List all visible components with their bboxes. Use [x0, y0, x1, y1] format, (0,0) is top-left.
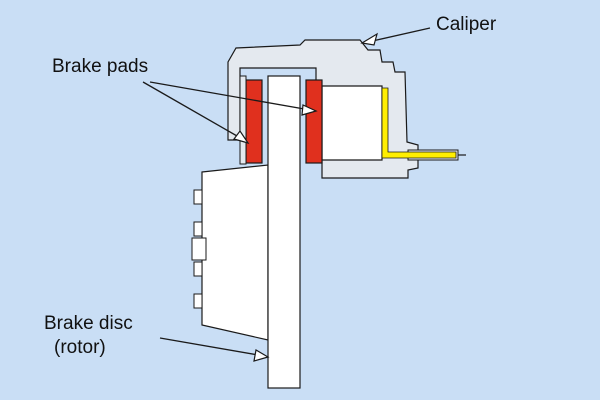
leader-arrows: [142, 27, 431, 357]
caliper-arrow-head: [360, 32, 378, 46]
wheel-hub: [201, 164, 269, 341]
pads-arrow-left-head: [232, 129, 250, 145]
brake-disc: [267, 75, 301, 389]
disc-arrow: [159, 337, 265, 357]
brake-pad-outer: [305, 79, 323, 164]
brake-disc-label: Brake disc: [44, 313, 133, 334]
fluid-channel: [381, 87, 457, 159]
hub-bolt: [193, 261, 203, 277]
brake-pad-inner: [245, 79, 263, 164]
brake-pads-label: Brake pads: [52, 56, 149, 77]
pads-arrow-right-head: [301, 104, 318, 116]
pads-arrow-right: [149, 81, 311, 111]
hub-bolt: [193, 189, 203, 205]
caliper-piston: [321, 85, 383, 161]
rotor-label: (rotor): [54, 337, 106, 358]
hub-bolt: [193, 293, 203, 309]
hub-bolt: [193, 221, 203, 237]
pads-arrow-left: [142, 81, 245, 141]
disc-arrow-head: [253, 349, 270, 362]
pad-backing-plate: [239, 75, 247, 165]
hub-bolt: [191, 237, 207, 261]
caliper-label: Caliper: [436, 14, 497, 35]
arrow-heads: [232, 32, 378, 362]
caliper-arrow: [367, 27, 431, 43]
